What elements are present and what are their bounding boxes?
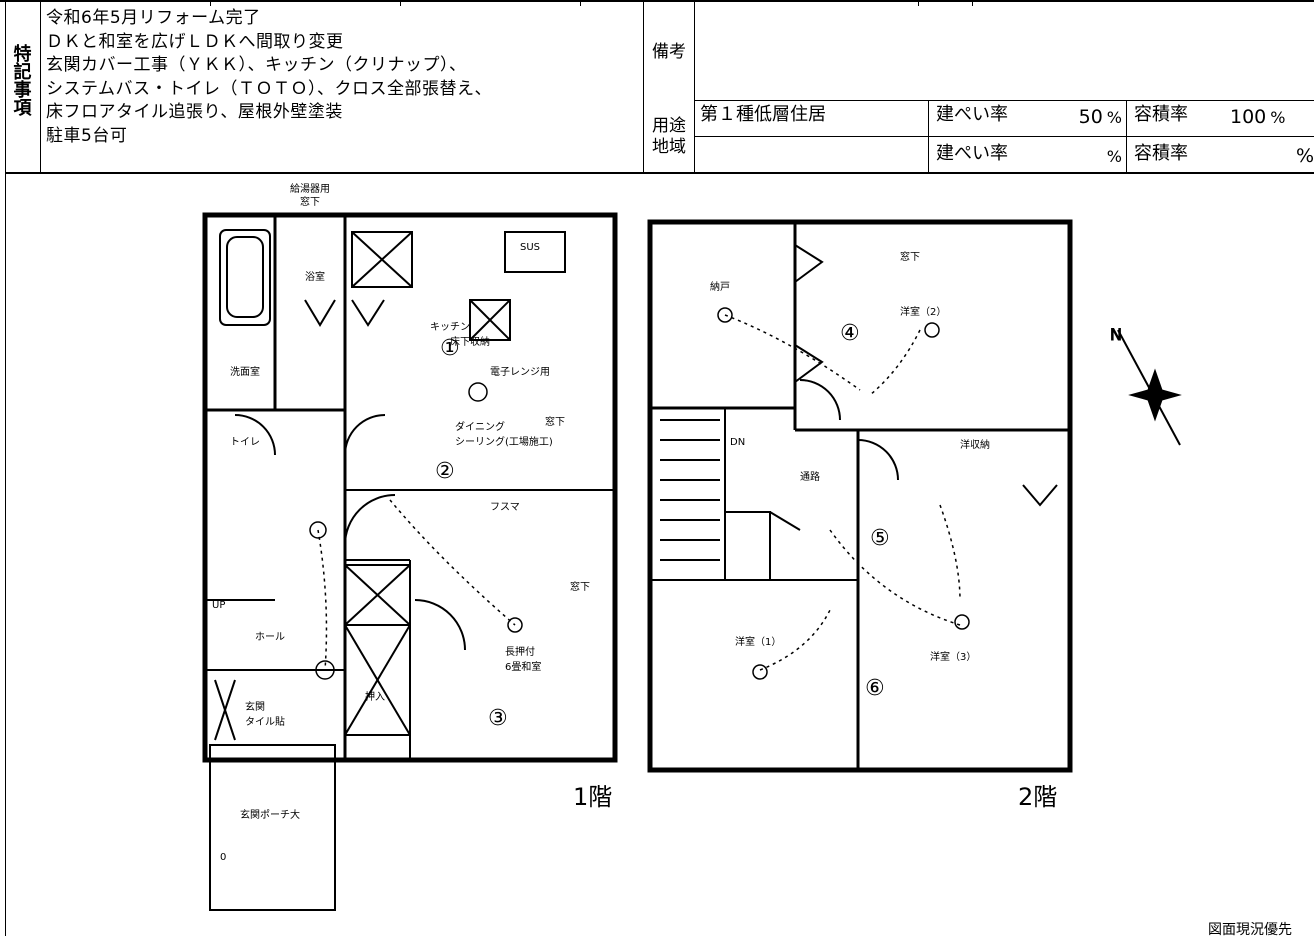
svg-text:長押付: 長押付 xyxy=(505,645,535,658)
far-label-1: 容積率 xyxy=(1134,104,1188,125)
svg-text:N: N xyxy=(1110,325,1122,344)
svg-text:フスマ: フスマ xyxy=(490,502,520,513)
coverage-value-2: % xyxy=(1060,145,1122,168)
far-unit-1: % xyxy=(1270,108,1286,127)
floor2-walls xyxy=(647,219,1073,773)
room-num-3: ③ xyxy=(488,706,508,731)
svg-text:ダイニング: ダイニング xyxy=(455,420,505,433)
zoning-label-text: 用途地域 xyxy=(652,116,686,157)
small-labels: 浴室 洗面室 トイレ ホール 玄関 タイル貼 玄関ポーチ大 UP SUS キッチ… xyxy=(212,182,990,863)
svg-text:洋室（2）: 洋室（2） xyxy=(900,305,946,318)
room-num-4: ④ xyxy=(840,321,860,346)
svg-text:浴室: 浴室 xyxy=(305,270,325,283)
room-num-2: ② xyxy=(435,459,455,484)
room-num-5: ⑤ xyxy=(870,526,890,551)
notes-line: 令和6年5月リフォーム完了 xyxy=(46,8,261,28)
room-num-6: ⑥ xyxy=(865,676,885,701)
svg-text:UP: UP xyxy=(212,600,225,611)
far-value-1: 100% xyxy=(1230,106,1314,129)
svg-text:シーリング(工場施工): シーリング(工場施工) xyxy=(455,435,553,448)
far-number-1: 100 xyxy=(1230,106,1267,128)
svg-text:洋室（3）: 洋室（3） xyxy=(930,650,976,663)
coverage-unit-1: % xyxy=(1106,108,1122,127)
coverage-value-1: 50% xyxy=(1060,106,1122,129)
zone-1: 第１種低層住居 xyxy=(700,104,826,125)
svg-text:押入: 押入 xyxy=(365,690,385,703)
floorplan: ① ② ③ ④ ⑤ ⑥ 浴室 洗面室 トイレ ホール 玄関 タイル貼 玄関ポーチ… xyxy=(202,182,1292,936)
compass-icon: N xyxy=(1110,325,1182,446)
svg-text:玄関ポーチ大: 玄関ポーチ大 xyxy=(240,808,300,821)
svg-text:洋収納: 洋収納 xyxy=(960,438,990,451)
floor1-label: 1階 xyxy=(573,783,612,811)
svg-text:洗面室: 洗面室 xyxy=(230,365,260,378)
notes-line: ＤＫと和室を広げＬＤＫへ間取り変更 xyxy=(46,31,344,52)
notes-line: 玄関カバー工事（ＹＫＫ）、キッチン（クリナップ）、 xyxy=(46,55,467,75)
svg-text:6畳和室: 6畳和室 xyxy=(505,660,541,673)
floor2-label: 2階 xyxy=(1018,783,1057,811)
floor1-walls xyxy=(202,212,618,911)
svg-text:ホール: ホール xyxy=(255,631,285,643)
remarks-label: 備考 xyxy=(652,42,686,62)
far-unit-2: % xyxy=(1296,145,1314,167)
far-label-2: 容積率 xyxy=(1134,143,1188,164)
svg-text:窓下: 窓下 xyxy=(300,195,320,208)
svg-text:納戸: 納戸 xyxy=(710,280,730,293)
svg-text:床下収納: 床下収納 xyxy=(450,335,490,348)
notes-label-text: 特記事項 xyxy=(10,44,32,116)
svg-text:玄関: 玄関 xyxy=(245,700,265,713)
svg-text:0: 0 xyxy=(220,852,226,863)
svg-text:キッチン: キッチン xyxy=(430,321,470,333)
notes-line: 床フロアタイル追張り、屋根外壁塗装 xyxy=(46,102,343,122)
fixtures xyxy=(309,307,970,680)
svg-text:通路: 通路 xyxy=(800,470,820,483)
coverage-unit-2: % xyxy=(1106,147,1122,166)
svg-text:窓下: 窓下 xyxy=(900,250,920,263)
svg-text:SUS: SUS xyxy=(520,242,540,253)
notes-line: システムバス・トイレ（ＴＯＴＯ）、クロス全部張替え、 xyxy=(46,78,492,99)
coverage-label-1: 建ぺい率 xyxy=(936,104,1008,125)
room-num-1: ① xyxy=(440,336,460,361)
svg-text:DN: DN xyxy=(730,437,745,448)
svg-text:窓下: 窓下 xyxy=(570,580,590,593)
svg-text:タイル貼: タイル貼 xyxy=(245,715,285,728)
notes-line: 駐車5台可 xyxy=(46,125,128,146)
svg-text:トイレ: トイレ xyxy=(230,437,260,448)
zoning-label: 用途地域 xyxy=(646,116,692,158)
svg-text:電子レンジ用: 電子レンジ用 xyxy=(490,366,550,378)
svg-text:給湯器用: 給湯器用 xyxy=(290,182,330,195)
coverage-label-2: 建ぺい率 xyxy=(936,143,1008,164)
far-value-2: % xyxy=(1296,145,1314,167)
svg-text:窓下: 窓下 xyxy=(545,415,565,428)
notes-label: 特記事項 xyxy=(10,44,32,120)
wiring-lines xyxy=(317,314,961,671)
room-numbers: ① ② ③ ④ ⑤ ⑥ xyxy=(435,321,890,731)
plan-note: 図面現況優先 xyxy=(1208,922,1292,936)
svg-text:洋室（1）: 洋室（1） xyxy=(735,635,781,648)
coverage-number-1: 50 xyxy=(1078,106,1103,128)
